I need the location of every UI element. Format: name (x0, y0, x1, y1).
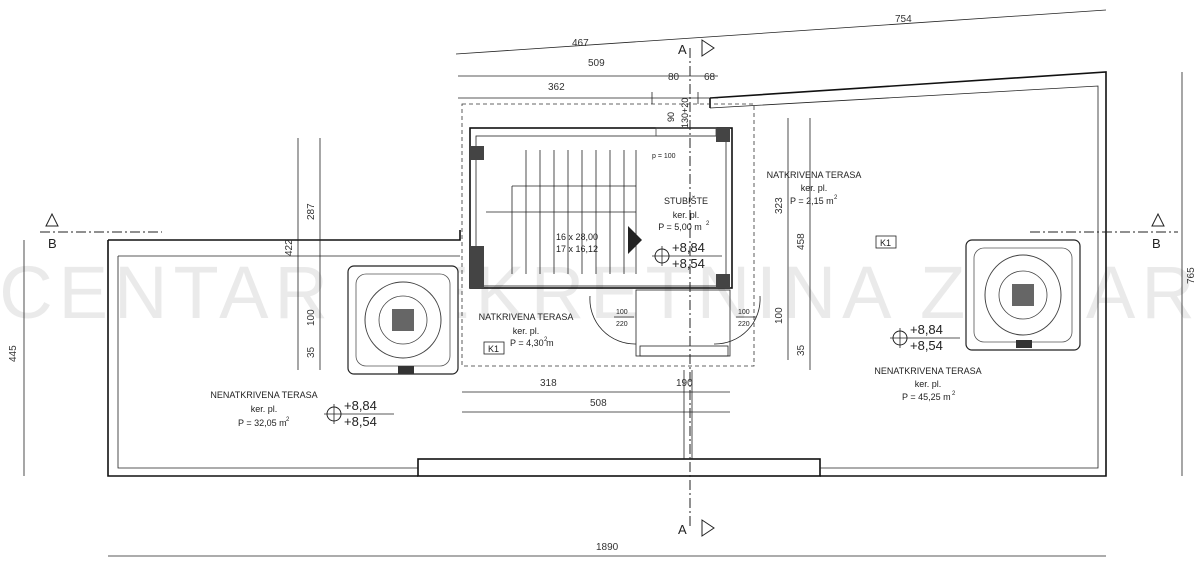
open-right-floor: ker. pl. (915, 379, 942, 389)
room-stair: STUBIŠTE ker. pl. P = 5,00 m 2 (658, 196, 710, 232)
column (470, 246, 484, 288)
left-terrace-wall (108, 230, 461, 241)
dim-80: 80 (668, 72, 680, 83)
stairs-rail: p = 100 (652, 153, 676, 160)
stairs-steps-1: 16 x 28,00 (556, 232, 598, 242)
covered-right-area-exp: 2 (834, 195, 838, 201)
stairs-steps-2: 17 x 16,12 (556, 244, 598, 254)
stair-floor: ker. pl. (673, 210, 700, 220)
section-a-arrow-bottom (701, 519, 715, 537)
section-b-arrow-right (1151, 212, 1165, 227)
column (716, 128, 730, 142)
dim-508: 508 (590, 398, 607, 409)
dim-287: 287 (306, 203, 317, 220)
dim-1890: 1890 (596, 542, 619, 553)
covered-small-area: P = 4,30 m (510, 338, 554, 348)
dim-422: 422 (284, 239, 295, 256)
stair-core-inner (475, 135, 727, 287)
stair-name: STUBIŠTE (664, 196, 708, 206)
door-right-height: 220 (738, 321, 750, 328)
open-right-area-exp: 2 (952, 391, 956, 397)
dim-765: 765 (1186, 267, 1197, 284)
covered-small-floor: ker. pl. (513, 326, 540, 336)
dim-130: 130+20 (680, 98, 690, 128)
door-swing-right (713, 295, 761, 345)
covered-terrace-outline (461, 103, 755, 367)
level-stair-top: +8,84 (672, 240, 705, 255)
dim-458: 458 (796, 233, 807, 250)
open-right-area: P = 45,25 m (902, 392, 951, 402)
covered-small-name: NATKRIVENA TERASA (479, 312, 574, 322)
covered-right-floor: ker. pl. (801, 183, 828, 193)
level-right-bottom: +8,54 (910, 338, 943, 353)
dim-90: 90 (666, 112, 676, 122)
bottom-parapet (417, 458, 821, 477)
door-right-width: 100 (738, 309, 750, 316)
covered-small-tag: K1 (488, 344, 499, 354)
level-marker-left: +8,84 +8,54 (324, 398, 394, 429)
stair-core-wall (469, 127, 733, 289)
room-covered-right: NATKRIVENA TERASA ker. pl. P = 2,15 m 2 (767, 170, 862, 206)
left-terrace-inner-wall (117, 256, 418, 469)
dim-35-right: 35 (796, 344, 807, 356)
covered-small-area-exp: 2 (544, 337, 548, 343)
covered-right-area: P = 2,15 m (790, 196, 834, 206)
open-left-floor: ker. pl. (251, 404, 278, 414)
column (716, 274, 730, 288)
dim-323: 323 (774, 197, 785, 214)
level-left-top: +8,84 (344, 398, 377, 413)
dim-190: 190 (676, 378, 693, 389)
dim-509: 509 (588, 58, 605, 69)
dim-100-left: 100 (306, 309, 317, 326)
stair-area: P = 5,00 m (658, 222, 702, 232)
stair-steps (486, 150, 642, 274)
section-b-arrow-left (45, 212, 59, 227)
open-left-area-exp: 2 (286, 417, 290, 423)
window-hatch (655, 127, 717, 137)
level-right-top: +8,84 (910, 322, 943, 337)
section-a-label-bottom: A (678, 522, 687, 537)
dim-467: 467 (572, 38, 589, 49)
dimension-lines (23, 9, 1183, 557)
threshold (639, 345, 729, 357)
door-left-width: 100 (616, 309, 628, 316)
dim-754: 754 (895, 14, 912, 25)
dim-68: 68 (704, 72, 716, 83)
dim-100-right: 100 (774, 307, 785, 324)
dim-318: 318 (540, 378, 557, 389)
door-swing-left (589, 295, 637, 345)
dim-362: 362 (548, 82, 565, 93)
level-marker-right: +8,84 +8,54 (890, 322, 960, 353)
open-right-name: NENATKRIVENA TERASA (874, 366, 981, 376)
right-terrace-outer-wall (709, 71, 1107, 477)
open-right-tag: K1 (880, 238, 891, 248)
level-left-bottom: +8,54 (344, 414, 377, 429)
hot-tub-left (347, 265, 459, 375)
open-left-area: P = 32,05 m (238, 418, 287, 428)
left-terrace-outer-wall (107, 240, 418, 477)
level-marker-stair: +8,84 +8,54 (652, 240, 722, 271)
dim-35-left: 35 (306, 346, 317, 358)
right-terrace-inner-wall (709, 85, 1099, 469)
room-covered-small: NATKRIVENA TERASA ker. pl. K1 P = 4,30 m… (479, 312, 574, 355)
room-open-left: NENATKRIVENA TERASA ker. pl. P = 32,05 m… (210, 390, 317, 428)
section-b-label-right: B (1152, 236, 1161, 251)
level-stair-bottom: +8,54 (672, 256, 705, 271)
room-open-right: NENATKRIVENA TERASA ker. pl. P = 45,25 m… (874, 235, 982, 402)
open-left-name: NENATKRIVENA TERASA (210, 390, 317, 400)
section-a-label-top: A (678, 42, 687, 57)
stair-area-exp: 2 (706, 221, 710, 227)
door-left-height: 220 (616, 321, 628, 328)
section-b-label-left: B (48, 236, 57, 251)
section-a-arrow-top (701, 39, 715, 57)
hot-tub-right (965, 239, 1081, 351)
dim-445: 445 (8, 345, 19, 362)
covered-right-name: NATKRIVENA TERASA (767, 170, 862, 180)
column (470, 146, 484, 160)
